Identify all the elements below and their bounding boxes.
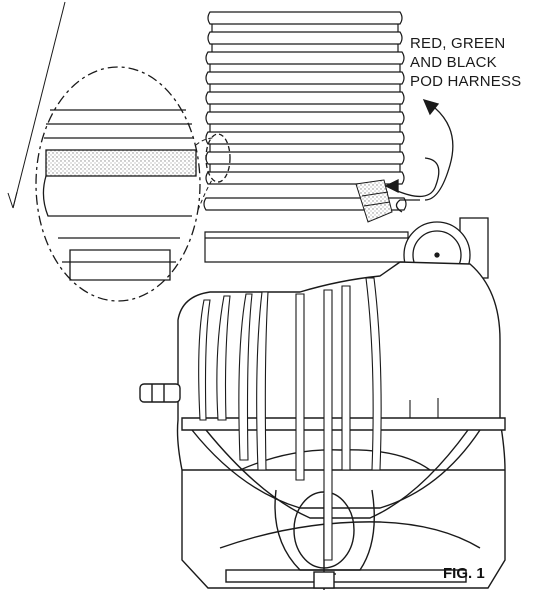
leader-arrow	[7, 1, 66, 209]
housing-top-plate	[204, 231, 409, 263]
harness-callout: RED, GREEN AND BLACK POD HARNESS	[410, 34, 521, 91]
harness-connector	[355, 179, 393, 223]
detail-circle	[35, 66, 201, 302]
harness-arrows	[384, 98, 454, 213]
pump-housing	[139, 261, 506, 590]
detail-leader-lines	[195, 137, 215, 211]
housing-ribs	[198, 277, 439, 561]
detail-marker-ellipse	[205, 133, 231, 183]
figure-label: FIG. 1	[443, 565, 485, 582]
callout-line-1: RED, GREEN	[410, 35, 506, 52]
callout-line-3: POD HARNESS	[410, 73, 522, 90]
callout-line-2: AND BLACK	[410, 54, 497, 71]
corrugated-bellows	[203, 11, 407, 211]
